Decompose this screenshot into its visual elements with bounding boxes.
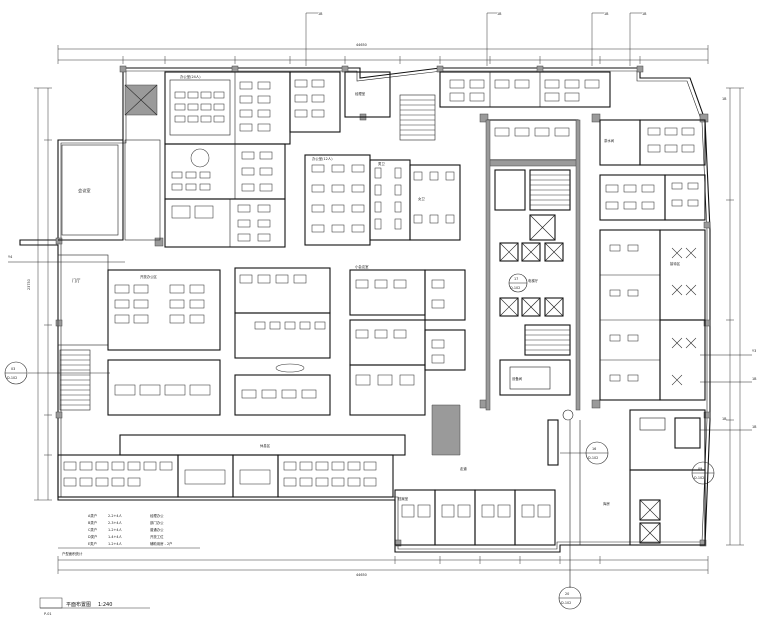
left-callout-bottom: D-102: [7, 376, 17, 380]
legend-row-2-a: C类户: [88, 527, 97, 532]
stairs-left: [59, 349, 91, 411]
callout-1: 1B: [318, 12, 323, 16]
center-callout-1-bottom: D-102: [510, 286, 520, 290]
right-callout-bottom: D-102: [694, 476, 704, 480]
legend-footer: 户型面积统计: [62, 551, 83, 556]
legend-row-2-c: 普通办公: [150, 527, 164, 532]
axis-markers: Y4 Y3 1B 1B 1B 1B 03 D-102 09 D-102 17 D…: [4, 97, 757, 610]
room-office-a: 办公室(24人): [180, 74, 201, 79]
callout-4: 1B: [642, 12, 647, 16]
room-office-b: 办公室(12人): [312, 156, 333, 161]
room-pantry: 茶水间: [604, 138, 615, 143]
center-callout-2-top: 16: [592, 447, 596, 451]
left-wing: 会议室 门厅: [57, 84, 161, 411]
legend-row-1-a: B类户: [88, 520, 97, 525]
elevators: [499, 242, 564, 317]
top-right-offices: 茶水间: [439, 71, 706, 221]
center-callout-1-top: 17: [514, 277, 518, 281]
bottom-callout-top: 20: [565, 592, 569, 596]
room-entrance: 门厅: [72, 277, 80, 284]
top-callouts: 1B 1B 1B 1B: [305, 12, 647, 66]
top-left-office-block: 办公室(24人) 经理室: [164, 71, 391, 145]
top-dimension-lines: 44650: [57, 43, 709, 64]
side-tag-3: 1B: [722, 97, 727, 101]
legend-row-0-a: A类户: [88, 513, 97, 518]
axis-left: Y4: [8, 255, 12, 259]
legend-row-1-b: 2-3+4人: [108, 520, 123, 525]
right-dimension-lines: [726, 87, 744, 546]
legend-row-2-b: 1-2+4人: [108, 527, 123, 532]
legend-row-1-c: 部门办公: [150, 520, 164, 525]
right-wing: 接待区 库房: [599, 229, 706, 546]
top-overall-dimension: 44650: [356, 43, 367, 47]
legend-row-3-b: 1-4+4人: [108, 534, 123, 539]
title-block: P-01 平面布置图 1:240: [39, 597, 150, 616]
room-large-meeting: 会议室: [78, 187, 91, 194]
legend-row-0-b: 2-2+4人: [108, 513, 123, 518]
drawing-scale: 1:240: [98, 602, 112, 608]
callout-2: 1B: [497, 12, 502, 16]
structural-columns: [55, 65, 711, 547]
legend-row-4-c: 辅助用房 - 2户: [150, 541, 173, 546]
side-tag-2: 1B: [752, 377, 757, 381]
stairs-core: [530, 174, 570, 206]
left-offices-row-2: [164, 143, 286, 248]
callout-3: 1B: [604, 12, 609, 16]
middle-region: 小会议室 走道: [349, 264, 467, 471]
sheet-tag: P-01: [44, 612, 52, 616]
legend-row-3-c: 开放工位: [150, 534, 164, 539]
middle-offices: 办公室(12人) 男卫 女卫: [304, 94, 461, 246]
open-office-left: 开放办公区: [107, 267, 331, 416]
bottom-units: 休息区 档案室: [57, 419, 581, 546]
left-dimension-lines: 23750: [27, 87, 52, 501]
left-callout-top: 03: [11, 367, 15, 371]
left-overall-dimension: 23750: [27, 279, 31, 290]
legend-table: A类户 2-2+4人 经理办公 B类户 2-3+4人 部门办公 C类户 1-2+…: [58, 513, 200, 556]
right-callout-top: 09: [698, 467, 702, 471]
legend-row-0-c: 经理办公: [150, 513, 164, 518]
center-callout-2-bottom: D-102: [588, 456, 598, 460]
legend-row-3-a: D类户: [88, 534, 97, 539]
room-corridor: 走道: [460, 466, 467, 471]
room-open-office: 开放办公区: [140, 274, 158, 279]
room-reception: 接待区: [670, 261, 681, 266]
bottom-overall-dimension: 44650: [356, 573, 367, 577]
legend-row-4-b: 1-2+4人: [108, 541, 123, 546]
room-equipment: 设备间: [512, 376, 523, 381]
stairs-middle: [400, 99, 435, 136]
axis-right: Y3: [752, 349, 756, 353]
central-core: 电梯厅 设备间: [485, 119, 581, 411]
room-archive: 档案室: [398, 496, 409, 501]
room-lounge: 休息区: [260, 443, 271, 448]
room-toilet-m: 男卫: [378, 161, 385, 166]
room-storage: 库房: [603, 501, 610, 506]
room-manager: 经理室: [355, 91, 366, 96]
side-tag-1: 1B: [752, 425, 757, 429]
bottom-dimension-lines: 44650: [57, 556, 709, 577]
bottom-callout-bottom: D-102: [561, 601, 571, 605]
legend-row-4-a: E类户: [88, 541, 97, 546]
room-toilet-f: 女卫: [418, 196, 425, 201]
room-meeting-s: 小会议室: [355, 264, 369, 269]
drawing-title: 平面布置图: [66, 601, 91, 608]
side-tag-4: 1B: [722, 417, 727, 421]
room-lobby: 电梯厅: [528, 278, 539, 283]
